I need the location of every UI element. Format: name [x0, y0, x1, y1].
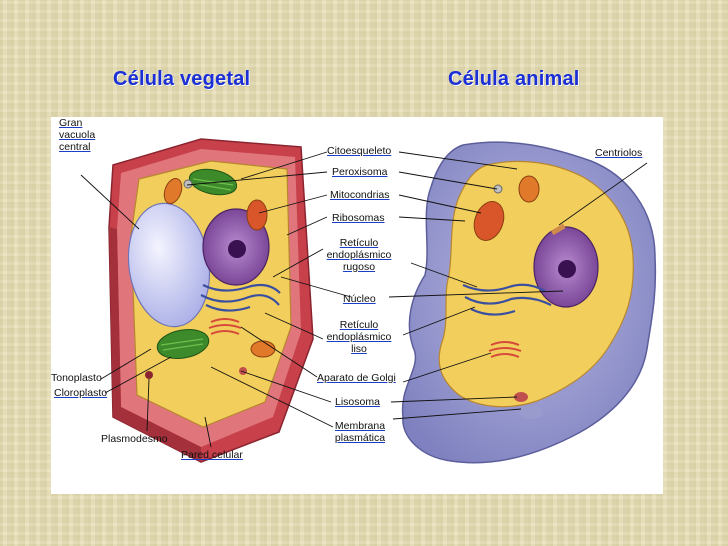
plant-cell	[108, 138, 314, 463]
label-reticulo-rugoso: Retículo endoplásmico rugoso	[326, 237, 392, 273]
label-centriolos: Centriolos	[595, 147, 643, 159]
cell-diagram-illustration	[80, 138, 657, 464]
diagram-panel: Gran vacuola central Citoesqueleto Perox…	[51, 117, 663, 494]
label-aparato-golgi: Aparato de Golgi	[317, 372, 396, 384]
label-ribosomas: Ribosomas	[332, 212, 385, 224]
animal-cell-title: Célula animal	[448, 68, 580, 90]
label-gran-vacuola: Gran vacuola central	[59, 117, 96, 153]
label-pared-celular: Pared celular	[181, 449, 243, 461]
label-peroxisoma: Peroxisoma	[332, 166, 388, 178]
label-lisosoma: Lisosoma	[335, 396, 380, 408]
label-reticulo-liso: Retículo endoplásmico liso	[326, 319, 392, 355]
label-citoesqueleto: Citoesqueleto	[327, 145, 392, 157]
chloroplast-shape	[156, 328, 210, 360]
label-mitocondrias: Mitocondrias	[330, 189, 390, 201]
leader-lines	[80, 151, 648, 448]
label-tonoplasto: Tonoplasto	[51, 372, 102, 384]
label-cloroplasto: Cloroplasto	[54, 387, 108, 399]
label-nucleo: Núcleo	[343, 293, 376, 305]
animal-cell	[401, 141, 657, 464]
plant-cell-title: Célula vegetal	[113, 68, 251, 90]
label-membrana-plasmatica: Membrana plasmática	[334, 420, 386, 444]
label-plasmodesmo: Plasmodesmo	[101, 433, 168, 445]
